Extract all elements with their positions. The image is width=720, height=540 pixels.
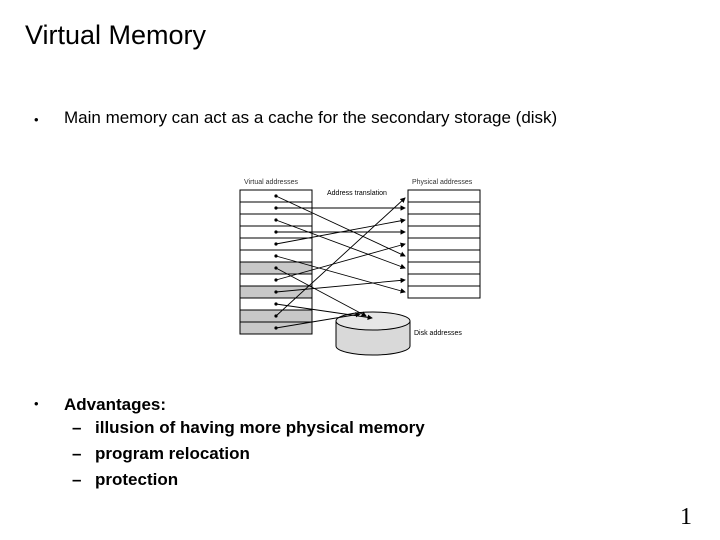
sub-item-program-relocation: program relocation — [95, 444, 250, 463]
physical-addresses-label: Physical addresses — [412, 179, 473, 186]
virtual-addresses-label: Virtual addresses — [244, 179, 298, 186]
disk-addresses-label: Disk addresses — [414, 330, 462, 337]
page-number: 1 — [680, 504, 692, 530]
virtual-page-table — [239, 189, 313, 335]
physical-memory-table — [407, 189, 481, 299]
sub-item-physical-memory: illusion of having more physical memory — [95, 418, 425, 437]
sub-item-protection: protection — [95, 470, 179, 489]
dash-marker: – — [72, 444, 82, 463]
bullet-marker: • — [34, 112, 39, 127]
disk-icon — [335, 311, 411, 356]
slide-title: Virtual Memory — [25, 20, 207, 50]
dash-marker: – — [72, 470, 82, 489]
address-translation-label: Address translation — [327, 190, 387, 197]
bullet-main-memory: Main memory can act as a cache for the s… — [64, 108, 558, 127]
dash-marker: – — [72, 418, 82, 437]
mapping-dots — [274, 194, 278, 330]
bullet-marker: • — [34, 396, 39, 411]
address-mapping-arrows — [275, 195, 406, 329]
bullet-advantages: Advantages: — [64, 395, 167, 414]
